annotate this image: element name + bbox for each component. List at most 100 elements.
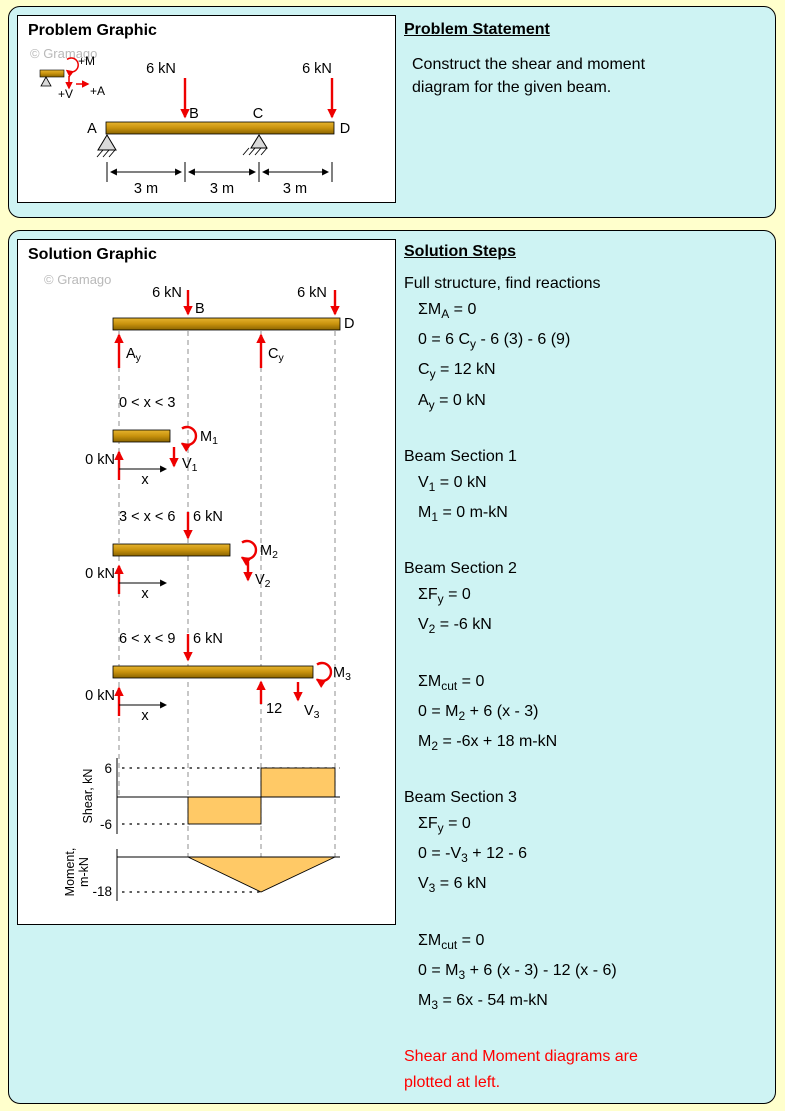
- shear-region-negative: [187, 796, 262, 825]
- shear-label-V1: V1: [182, 456, 198, 474]
- solution-steps-area: Solution Steps Full structure, find reac…: [404, 243, 764, 1096]
- solution-step: Full structure, find reactions: [404, 275, 601, 292]
- legend-axial-label: +A: [90, 84, 105, 98]
- solution-step: Ay = 0 kN: [418, 391, 486, 412]
- moment-label-M3: M3: [333, 665, 351, 683]
- solution-step: Cy = 12 kN: [418, 361, 496, 382]
- shear-region-positive: [260, 767, 336, 798]
- solution-step: [404, 902, 764, 928]
- solution-step: Beam Section 1: [404, 447, 517, 465]
- load-label-B: 6 kN: [146, 61, 176, 77]
- section-range: 6 < x < 9: [119, 631, 175, 647]
- shear-label-V2: V2: [255, 572, 271, 590]
- moment-curl-M3: [315, 661, 333, 689]
- construction-guides: [118, 331, 336, 857]
- shear-axis-label: Shear, kN: [81, 769, 95, 824]
- problem-statement-area: Problem Statement Construct the shear an…: [404, 21, 764, 99]
- hatch-line: [242, 147, 250, 156]
- moment-axis-label-2: m-kN: [77, 857, 91, 887]
- solution-step: V3 = 6 kN: [418, 875, 487, 896]
- solution-step: M2 = -6x + 18 m-kN: [418, 732, 558, 754]
- reaction-label-Cy: Cy: [268, 346, 284, 364]
- solution-step: Beam Section 3: [404, 789, 517, 807]
- solution-step: M1 = 0 m-kN: [418, 503, 508, 525]
- solution-step: [404, 530, 764, 556]
- shear-diagram: Shear, kN 6 -6: [81, 758, 340, 834]
- moment-diagram: Moment, m-kN -18: [63, 848, 340, 901]
- solution-step: ΣMcut = 0: [418, 931, 485, 952]
- x-axis-label: x: [141, 586, 149, 602]
- problem-panel: Problem Graphic © Gramago: [8, 6, 776, 218]
- solution-step: 0 = 6 Cy - 6 (3) - 6 (9): [418, 331, 571, 352]
- hatch-line: [102, 149, 110, 158]
- solution-step: ΣMA = 0: [418, 301, 477, 322]
- hatch-line: [96, 149, 104, 158]
- solution-graphic-box: Solution Graphic © Gramago: [17, 239, 396, 925]
- beam-section-3: 6 < x < 9 6 kN M3 12 V3 0 kN x: [85, 631, 351, 724]
- watermark: © Gramago: [30, 46, 97, 61]
- reaction-value: 0 kN: [85, 452, 115, 468]
- full-beam-free-body: 6 kN B 6 kN D Ay Cy: [112, 285, 354, 368]
- section-range: 0 < x < 3: [119, 395, 175, 411]
- solution-step: M3 = 6x - 54 m-kN: [418, 992, 548, 1013]
- hatch-line: [260, 147, 268, 156]
- section-beam: [112, 543, 231, 557]
- solution-step: ΣFy = 0: [418, 815, 471, 836]
- load-label-B: 6 kN: [152, 285, 182, 301]
- beam: [112, 317, 341, 331]
- legend-moment-label: +M: [78, 54, 95, 68]
- solution-step: [404, 1018, 764, 1044]
- node-label-D: D: [340, 121, 350, 137]
- problem-statement-text: Construct the shear and moment diagram f…: [412, 56, 646, 96]
- node-label-C: C: [253, 106, 263, 122]
- moment-curl-M1: [180, 425, 198, 453]
- support-triangle: [97, 134, 117, 151]
- x-axis-label: x: [141, 708, 149, 724]
- legend-shear-label: +V: [58, 87, 73, 101]
- beam-section-2: 3 < x < 6 6 kN M2 V2 0 kN x: [85, 509, 278, 602]
- problem-graphic-box: Problem Graphic © Gramago: [17, 15, 396, 203]
- node-label-B: B: [195, 301, 205, 317]
- load-label: 6 kN: [193, 509, 223, 525]
- legend-beam: [39, 69, 65, 78]
- hatch-line: [254, 147, 262, 156]
- solution-step: ΣMcut = 0: [418, 672, 485, 693]
- load-label-D: 6 kN: [302, 61, 332, 77]
- pin-support-A: [96, 134, 117, 158]
- shear-label-V3: V3: [304, 703, 320, 721]
- problem-statement-title: Problem Statement: [404, 21, 550, 38]
- node-label-D: D: [344, 316, 354, 332]
- node-label-A: A: [87, 121, 97, 137]
- dimension-lines: 3 m 3 m 3 m: [106, 162, 333, 197]
- dim-label-1: 3 m: [134, 181, 158, 197]
- solution-panel: Solution Graphic © Gramago: [8, 230, 776, 1104]
- solution-step: 0 = -V3 + 12 - 6: [418, 845, 527, 866]
- reaction-value: 0 kN: [85, 688, 115, 704]
- moment-label-M2: M2: [260, 543, 278, 561]
- legend-moment-arrow: [65, 57, 79, 78]
- solution-step: 0 = M2 + 6 (x - 3): [418, 702, 539, 723]
- problem-beam-figure: © Gramago +M +V +A 6 kN 6 kN: [30, 46, 350, 197]
- beam-assembly: 6 kN 6 kN A B C D: [87, 61, 350, 158]
- reaction-value-12: 12: [266, 701, 282, 717]
- moment-label-M1: M1: [200, 429, 218, 447]
- solution-step: 0 = M3 + 6 (x - 3) - 12 (x - 6): [418, 961, 617, 982]
- solution-step: [404, 759, 764, 785]
- shear-tick-neg: -6: [100, 817, 112, 832]
- section-beam: [112, 429, 171, 443]
- sign-convention-legend: +M +V +A: [39, 54, 105, 101]
- solution-step: [404, 643, 764, 669]
- hatch-line: [248, 147, 256, 156]
- legend-support: [40, 76, 52, 87]
- solution-figure: © Gramago 6 kN B 6 kN D Ay: [44, 272, 354, 901]
- support-triangle: [250, 134, 268, 149]
- section-range: 3 < x < 6: [119, 509, 175, 525]
- solution-step: V1 = 0 kN: [418, 473, 487, 494]
- solution-note: Shear and Moment diagrams are plotted at…: [404, 1048, 638, 1092]
- moment-tick-min: -18: [92, 884, 112, 899]
- solution-graphic-title: Solution Graphic: [28, 246, 157, 263]
- moment-curl-M2: [240, 539, 258, 567]
- problem-graphic-title: Problem Graphic: [28, 22, 157, 39]
- section-beam: [112, 665, 314, 679]
